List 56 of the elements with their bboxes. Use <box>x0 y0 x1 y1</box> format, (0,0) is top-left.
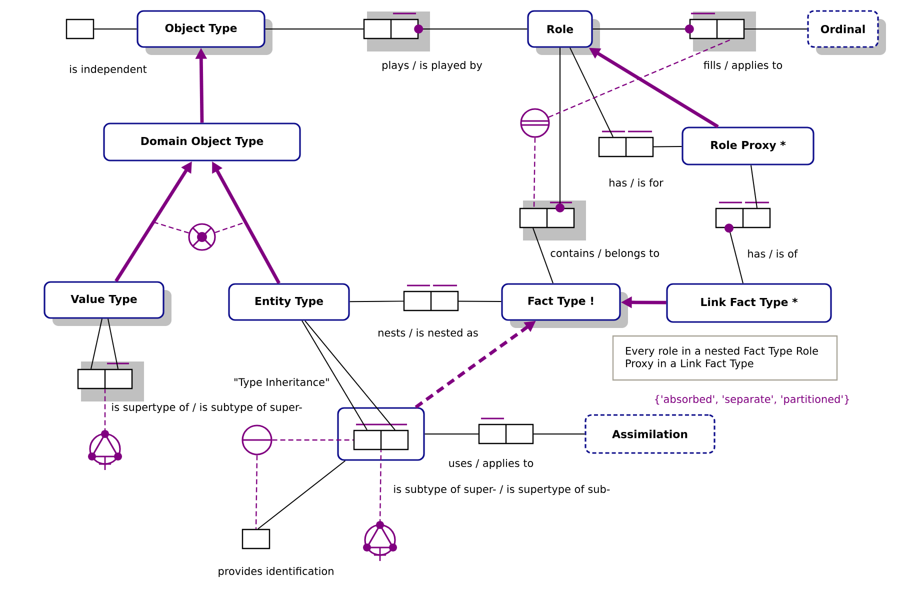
role-connector <box>264 28 364 30</box>
entity-box: Link Fact Type * <box>666 283 832 323</box>
role-box <box>66 18 94 40</box>
role-connector <box>458 300 502 302</box>
role-connector <box>724 224 744 284</box>
role-connector <box>532 228 554 284</box>
constraint-symbol <box>520 108 550 138</box>
reading-label: nests / is nested as <box>378 328 478 338</box>
constraint-symbol <box>242 424 272 456</box>
constraint-symbol <box>363 521 397 562</box>
role-connector <box>744 28 808 30</box>
reading-label: has / is of <box>748 250 798 258</box>
role-connector <box>414 24 528 34</box>
role-connector <box>304 320 396 430</box>
constraint-symbol <box>188 223 216 251</box>
reading-label: contains / belongs to <box>550 248 660 260</box>
constraint-line <box>548 38 732 118</box>
object-name: "Type Inheritance" <box>234 378 329 388</box>
constraint-line <box>255 455 258 529</box>
role-box <box>242 528 270 550</box>
role-connector <box>556 47 564 212</box>
entity-box: Role Proxy * <box>682 126 814 166</box>
reading-label: fills / applies to <box>704 60 782 72</box>
constraint-line <box>152 221 189 234</box>
role-connector <box>90 318 102 370</box>
entity-box: Ordinal <box>807 10 879 48</box>
reading-label: provides identification <box>218 566 334 578</box>
constraint-symbol <box>88 430 122 471</box>
note-box: Every role in a nested Fact Type Role Proxy in a Link Fact Type <box>612 335 838 381</box>
reading-label: is supertype of / is subtype of super- <box>112 402 302 414</box>
role-connector <box>302 320 368 430</box>
role-connector <box>94 28 138 30</box>
entity-box: Value Type <box>44 281 164 319</box>
entity-box: Object Type <box>136 10 266 48</box>
reading-label: is independent <box>70 64 147 76</box>
entity-box: Role <box>527 10 593 48</box>
role-connector <box>570 47 614 138</box>
role-connector <box>349 300 404 302</box>
value-constraint-label: {'absorbed', 'separate', 'partitioned'} <box>655 394 849 406</box>
role-connector <box>750 164 758 208</box>
entity-box: Domain Object Type <box>103 122 301 162</box>
reading-label: is subtype of super- / is supertype of sub- <box>394 484 610 496</box>
reading-label: plays / is played by <box>382 60 482 72</box>
role-connector <box>108 318 118 370</box>
role-connector <box>653 146 682 148</box>
constraint-line <box>533 138 536 208</box>
reading-label: has / is for <box>610 178 664 188</box>
constraint-line <box>272 439 354 441</box>
role-connector <box>592 24 694 34</box>
role-connector <box>258 460 346 530</box>
reading-label: uses / applies to <box>449 458 534 470</box>
constraint-line <box>104 389 106 434</box>
entity-box: Entity Type <box>228 283 350 321</box>
constraint-line <box>379 450 382 524</box>
entity-box: Fact Type ! <box>501 283 621 321</box>
entity-box: Assimilation <box>584 414 716 454</box>
